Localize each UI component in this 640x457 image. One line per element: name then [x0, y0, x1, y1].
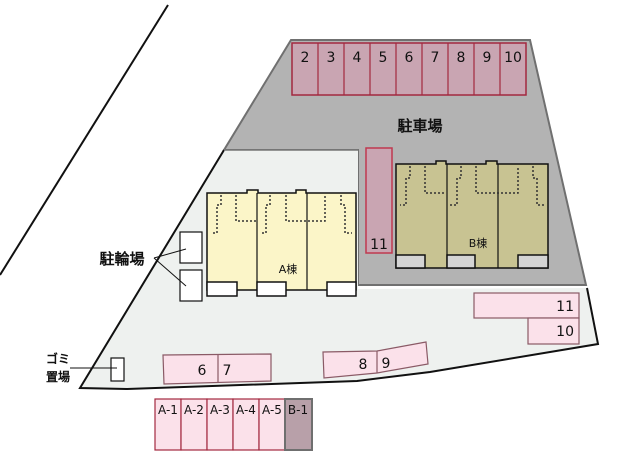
building-a-entrance-1: [206, 281, 238, 297]
parking-slot-8-label: 8: [457, 50, 466, 66]
front-slot-6-label: 6: [198, 363, 207, 379]
top-parking-slots: 2 3 4 5 6 7 8 9 10: [291, 42, 527, 96]
parking-slot-2-label: 2: [301, 50, 310, 66]
bottom-slot-a4: [232, 398, 260, 451]
garbage-label-line2: 置場: [46, 369, 70, 384]
bottom-slot-a3-label: A-3: [210, 403, 230, 417]
building-b-entrance-1: [395, 254, 426, 269]
parking-slot-4-label: 4: [353, 50, 362, 66]
bottom-slot-b1: [284, 398, 313, 451]
parking-slot-9-label: 9: [483, 50, 492, 66]
road-edge-line: [0, 4, 169, 276]
parking-slot-10-label: 10: [504, 50, 522, 66]
parking-slot-11-side-label: 11: [370, 237, 388, 253]
front-slots-8-9: 8 9: [322, 341, 429, 379]
bottom-slot-a4-label: A-4: [236, 403, 256, 417]
front-slot-8-label: 8: [359, 357, 368, 373]
right-slot-10-label: 10: [556, 324, 574, 340]
front-slots-6-7: 6 7: [162, 353, 272, 385]
bottom-slot-a5-label: A-5: [262, 403, 282, 417]
building-b-entrance-2: [446, 254, 476, 269]
front-slot-7-label: 7: [223, 363, 232, 379]
bicycle-parking-1: [179, 231, 203, 264]
garbage-area-box: [110, 357, 125, 382]
building-b-label: B棟: [469, 236, 488, 250]
parking-slot-7-label: 7: [431, 50, 440, 66]
bottom-slot-a5: [258, 398, 286, 451]
bottom-slot-a2: [180, 398, 208, 451]
yard-bottom-edge: [126, 287, 600, 390]
building-a-entrance-3: [326, 281, 357, 297]
building-b-outline: [395, 160, 549, 269]
garbage-label-line1: ゴミ: [46, 351, 70, 366]
bottom-slot-a1-label: A-1: [158, 403, 178, 417]
parking-slot-11-side: [365, 147, 393, 254]
right-slot-10: [527, 317, 580, 345]
building-a-label: A棟: [279, 262, 298, 276]
bottom-slot-a1: [154, 398, 182, 451]
right-slot-11: [473, 292, 580, 319]
bicycle-leader-line-1: [153, 248, 187, 259]
building-a: A棟: [206, 189, 357, 297]
bicycle-parking-2: [179, 269, 203, 302]
yard-left-edge: [78, 149, 225, 390]
bicycle-leader-line-2: [153, 257, 187, 287]
bottom-slot-a3: [206, 398, 234, 451]
front-slot-9-label: 9: [382, 356, 391, 372]
bottom-slots: A-1 A-2 A-3 A-4 A-5 B-1: [154, 398, 313, 451]
top-slots-frame: [291, 42, 527, 96]
building-b: B棟: [395, 160, 549, 269]
parking-slot-3-label: 3: [327, 50, 336, 66]
building-a-entrance-2: [256, 281, 287, 297]
car-parking-label: 駐車場: [397, 117, 442, 135]
building-b-entrance-3: [517, 254, 549, 269]
right-slot-11-label: 11: [556, 299, 574, 315]
parking-slot-5-label: 5: [379, 50, 388, 66]
parking-slot-6-label: 6: [405, 50, 414, 66]
bottom-slot-a2-label: A-2: [184, 403, 204, 417]
bicycle-parking-label: 駐輪場: [99, 250, 144, 268]
bottom-slot-b1-label: B-1: [288, 403, 308, 417]
